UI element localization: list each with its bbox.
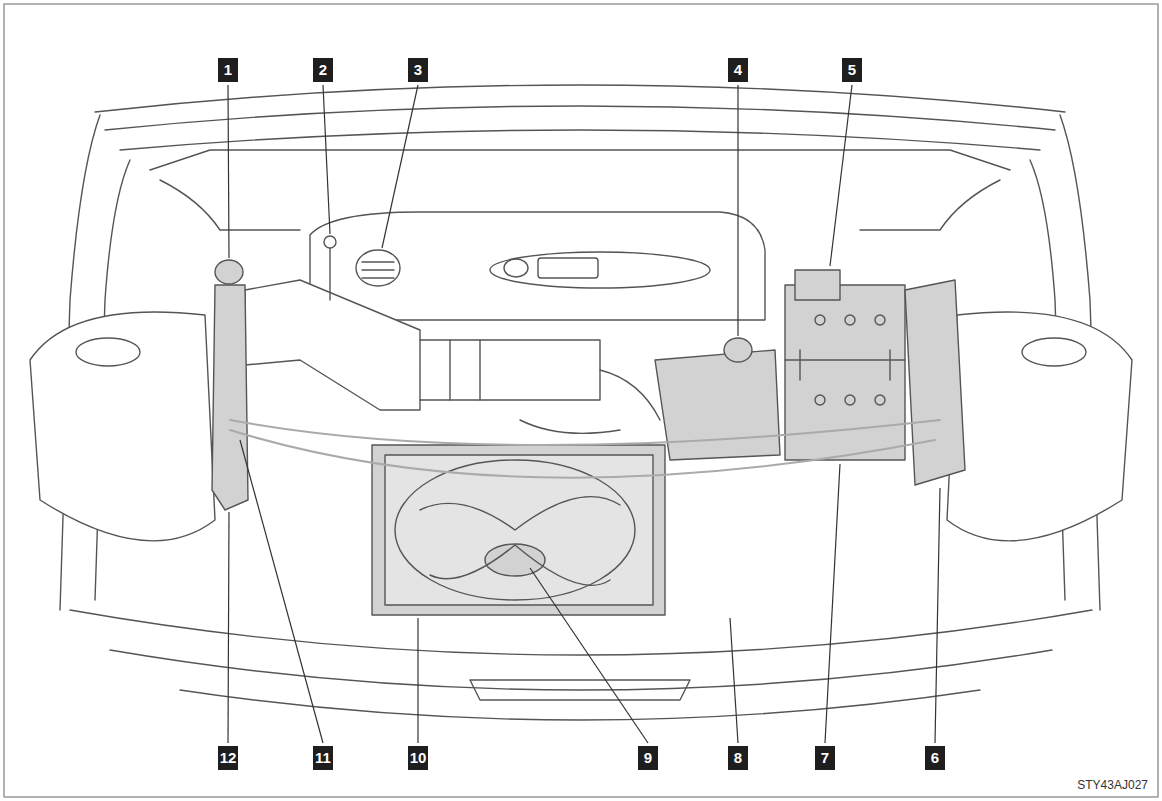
figure-code: STY43AJ027 xyxy=(1075,778,1150,792)
callout-number: 10 xyxy=(408,746,429,770)
callout-number: 5 xyxy=(842,58,862,82)
callout-number: 2 xyxy=(313,58,333,82)
callout-number: 8 xyxy=(728,746,748,770)
callout-number: 3 xyxy=(408,58,428,82)
callout-number: 4 xyxy=(728,58,748,82)
leader-lines xyxy=(228,85,940,743)
callout-number: 1 xyxy=(218,58,238,82)
callout-number: 7 xyxy=(815,746,835,770)
callout-number: 9 xyxy=(638,746,658,770)
callout-number: 11 xyxy=(313,746,333,770)
callout-number: 6 xyxy=(925,746,945,770)
callout-number: 12 xyxy=(218,746,239,770)
